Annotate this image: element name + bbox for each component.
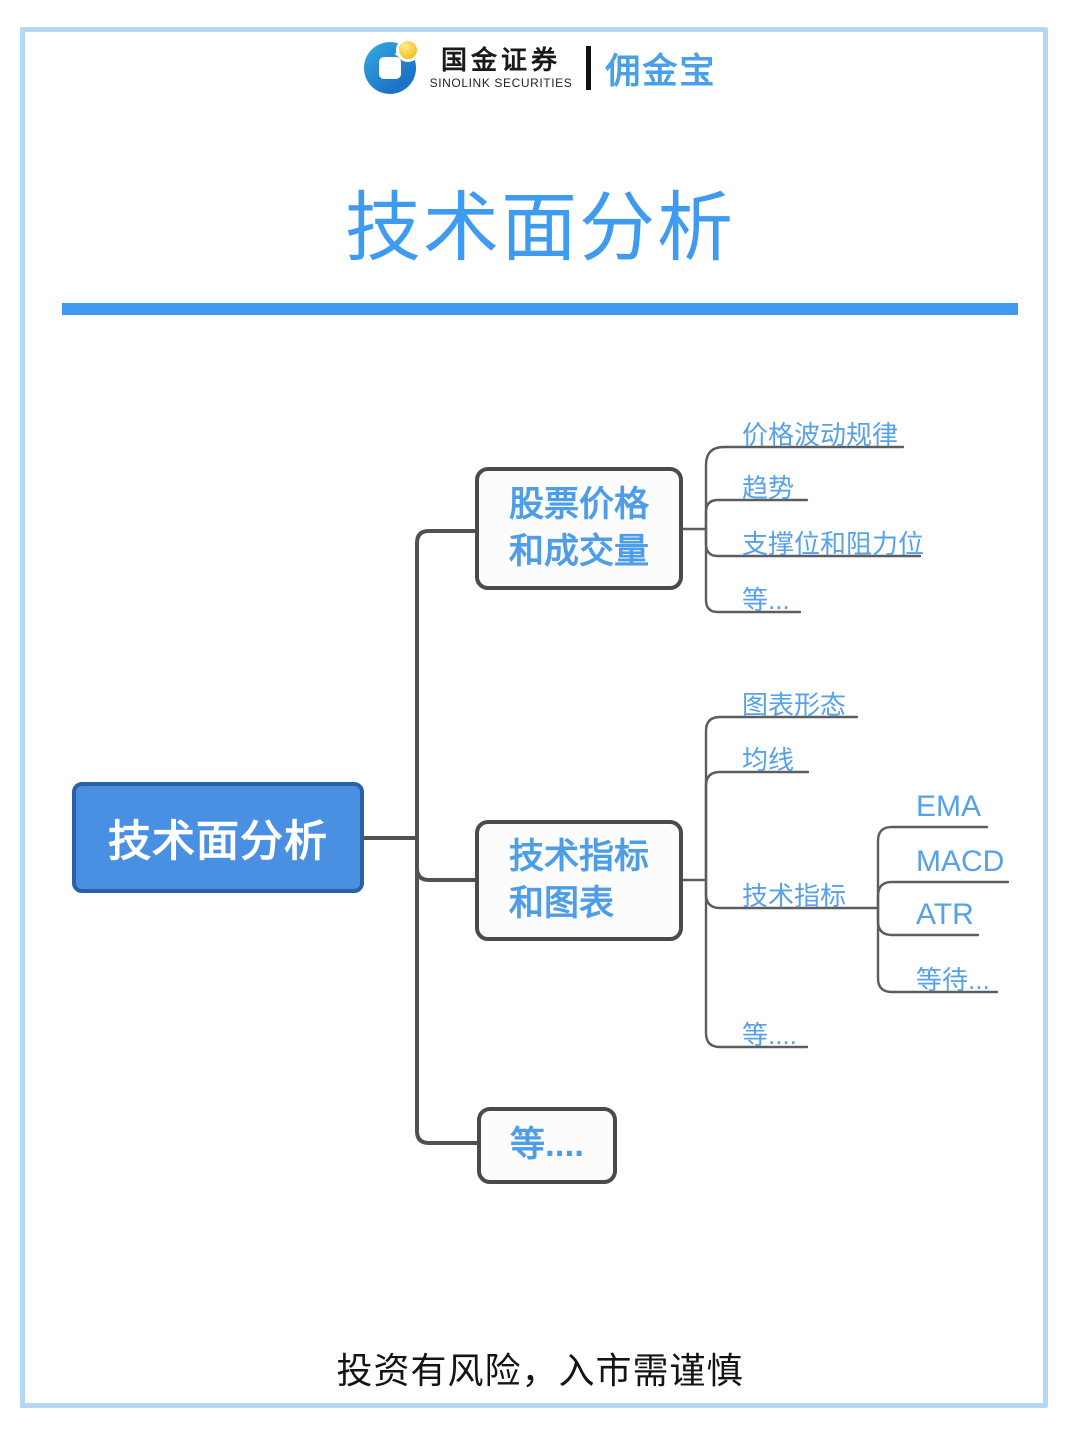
header-divider <box>586 46 592 90</box>
title-rule <box>62 303 1018 315</box>
branch-node-price-volume: 股票价格 和成交量 <box>475 467 683 590</box>
page-title: 技术面分析 <box>345 186 735 271</box>
leaf-moving-average: 均线 <box>742 745 795 775</box>
branch1-line2: 和成交量 <box>509 531 650 571</box>
branch3-line1: 等.... <box>510 1125 584 1165</box>
connector-b2-leaf4 <box>704 878 809 1049</box>
logo-hole <box>378 57 401 79</box>
leaf-price-pattern: 价格波动规律 <box>742 420 899 450</box>
branch-node-etc: 等.... <box>477 1107 617 1184</box>
leaf-b1-etc: 等... <box>742 585 790 615</box>
risk-disclaimer: 投资有风险，入市需谨慎 <box>336 1350 744 1391</box>
branch2-line1: 技术指标 <box>509 837 650 877</box>
subleaf-ema: EMA <box>916 790 982 823</box>
connector-sub-leaf1 <box>876 825 989 910</box>
brand-name-cn: 国金证券 <box>440 44 561 75</box>
product-name: 佣金宝 <box>605 51 717 91</box>
leaf-trend: 趋势 <box>742 473 795 503</box>
branch-node-indicators-charts: 技术指标 和图表 <box>475 820 683 941</box>
connector-b1-leaf2 <box>704 498 809 531</box>
leaf-tech-indicator: 技术指标 <box>742 881 847 911</box>
connector-b1-leaf1 <box>704 445 905 531</box>
connector-sub-leaf2 <box>876 880 1010 910</box>
brand-block: 国金证券 SINOLINK SECURITIES <box>430 46 573 91</box>
main-connectors <box>361 529 479 1145</box>
sinolink-logo-icon <box>363 38 417 94</box>
brand-name-en: SINOLINK SECURITIES <box>429 76 573 91</box>
connector-b1-leaf4 <box>704 527 802 614</box>
leaf-chart-pattern: 图表形态 <box>742 690 847 720</box>
root-node: 技术面分析 <box>72 782 364 893</box>
connector-b2-leaf1 <box>704 715 859 882</box>
connector-sub-leaf4 <box>876 906 999 994</box>
subleaf-wait-etc: 等待... <box>916 965 990 995</box>
branch1-line1: 股票价格 <box>509 485 650 525</box>
subleaf-macd: MACD <box>916 845 1005 878</box>
header: 国金证券 SINOLINK SECURITIES 佣金宝 <box>0 38 1080 94</box>
leaf-b2-etc: 等.... <box>742 1020 797 1050</box>
logo-gold-ball <box>398 41 417 59</box>
branch2-line2: 和图表 <box>509 883 615 923</box>
leaf-support-resistance: 支撑位和阻力位 <box>742 529 925 559</box>
connector-b2-leaf2 <box>704 770 810 882</box>
connector-branch2-stub <box>415 864 477 882</box>
subleaf-atr: ATR <box>916 898 974 931</box>
connector-main-spine <box>415 529 479 1145</box>
leaf-connectors <box>680 445 1010 1049</box>
